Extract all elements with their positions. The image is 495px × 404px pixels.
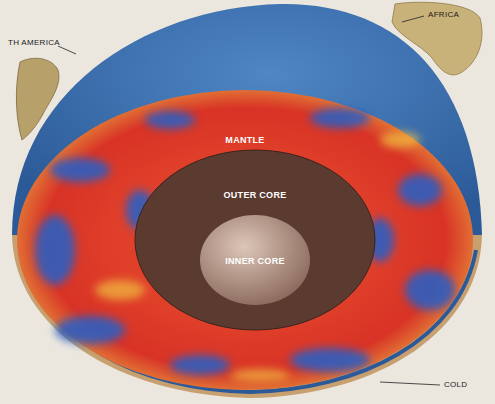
leader-line — [58, 46, 76, 54]
callout-label: TH AMERICA — [8, 38, 60, 47]
south-america-land — [16, 58, 59, 140]
layer-name: MANTLE — [225, 135, 264, 145]
inner-core: INNER CORE — [200, 215, 310, 305]
mantle-band: MANTLE OUTER CORE INNER CORE — [17, 90, 473, 390]
cold-anomalies — [35, 108, 455, 375]
layer-name: OUTER CORE — [223, 190, 286, 200]
leader-line — [380, 382, 440, 385]
mantle-plane — [17, 90, 473, 390]
callout-label: AFRICA — [428, 10, 459, 19]
outer-core: OUTER CORE INNER CORE — [135, 150, 375, 330]
layer-name: INNER CORE — [225, 256, 285, 266]
leader-line — [402, 16, 424, 22]
callout-label: COLD — [444, 380, 467, 389]
hot-anomalies — [95, 132, 420, 381]
africa-land — [392, 2, 482, 75]
